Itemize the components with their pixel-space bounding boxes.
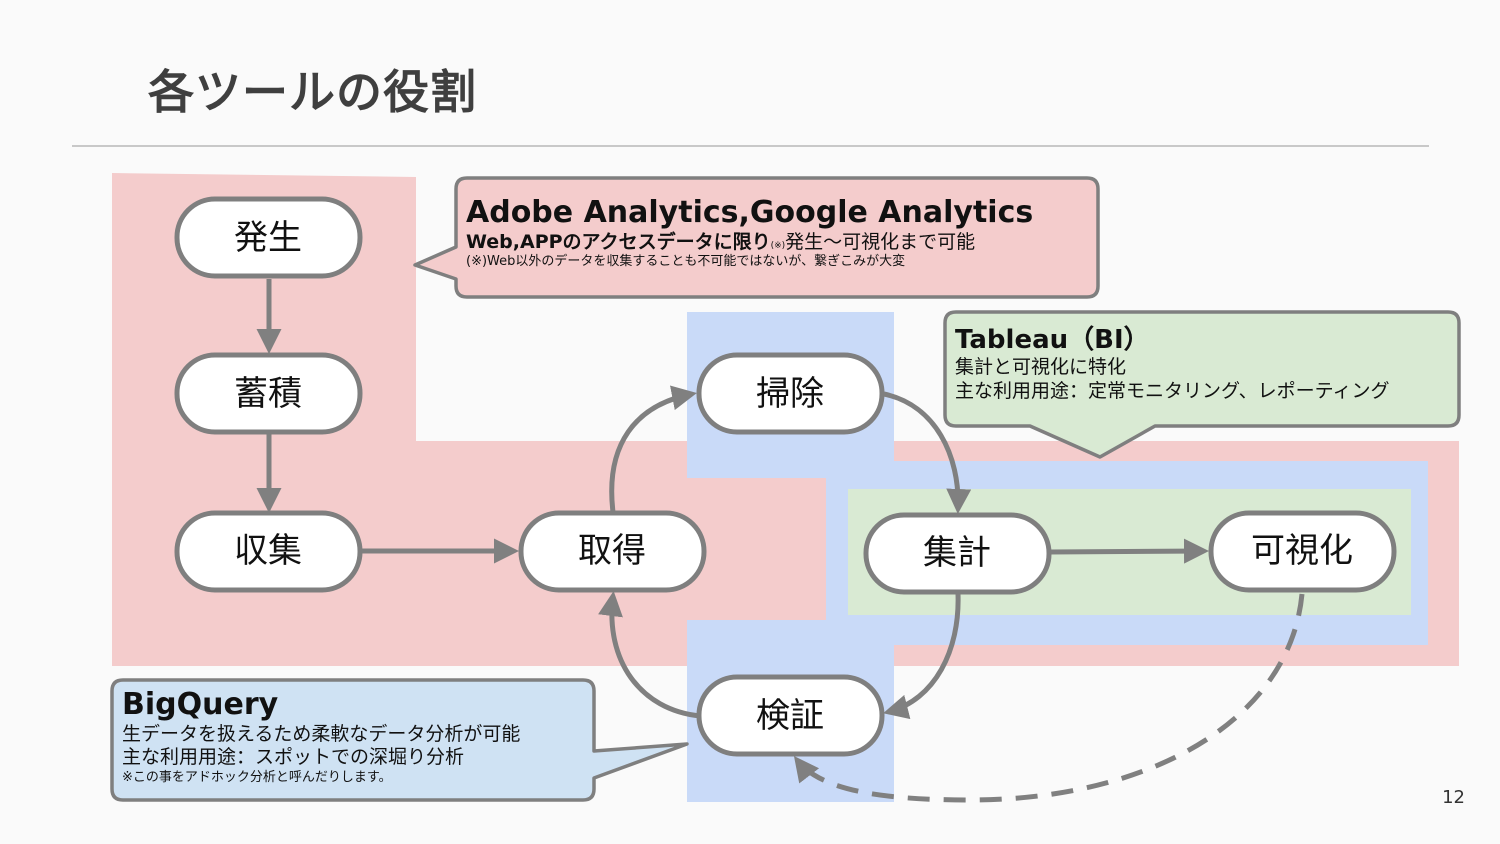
node-soji: 掃除 (696, 352, 885, 435)
bigquery-callout-box (110, 678, 689, 802)
bigquery-callout-heading: BigQuery (122, 687, 279, 722)
title-divider (72, 145, 1429, 147)
node-kashika-label: 可視化 (1251, 531, 1353, 571)
node-kashika: 可視化 (1208, 510, 1397, 593)
adobe-callout: Adobe Analytics,Google Analytics Web,APP… (466, 195, 1034, 271)
arrow-shutoku-soji (609, 385, 697, 513)
node-kensho-label: 検証 (756, 696, 824, 736)
node-soji-label: 掃除 (756, 374, 824, 414)
node-shukei: 集計 (863, 512, 1052, 595)
tableau-callout: Tableau（BI） 集計と可視化に特化 主な利用用途：定常モニタリング、レポ… (955, 325, 1390, 403)
bigquery-callout-line2: 主な利用用途：スポットでの深堀り分析 (122, 746, 465, 769)
adobe-callout-line: Web,APPのアクセスデータに限り(※)発生～可視化まで可能 (466, 231, 1033, 255)
node-chikuseki: 蓄積 (174, 352, 363, 435)
slide-title: 各ツールの役割 (148, 65, 477, 119)
arrow-shukei-kensho (883, 593, 961, 720)
arrow-shukei-kashika (1049, 538, 1209, 564)
tableau-callout-heading: Tableau（BI） (955, 325, 1150, 355)
arrow-kensho-shutoku (598, 591, 701, 719)
tableau-callout-box (943, 310, 1461, 459)
adobe-callout-line-bold: Web,APPのアクセスデータに限り (466, 230, 771, 253)
adobe-callout-mark: (※) (770, 240, 786, 251)
node-shushu: 収集 (174, 510, 363, 593)
node-shutoku-label: 取得 (578, 531, 646, 571)
arrow-kashika-kensho-dashed (793, 593, 1305, 803)
node-shutoku: 取得 (518, 510, 707, 593)
arrow-soji-shukei (883, 391, 972, 514)
adobe-callout-box (413, 176, 1100, 299)
adobe-callout-heading: Adobe Analytics,Google Analytics (466, 195, 1034, 230)
node-hassei: 発生 (174, 196, 363, 279)
bigquery-callout: BigQuery 生データを扱えるため柔軟なデータ分析が可能 主な利用用途：スポ… (122, 687, 521, 786)
page-number: 12 (1442, 787, 1465, 808)
bigquery-callout-line1: 生データを扱えるため柔軟なデータ分析が可能 (122, 722, 521, 745)
adobe-callout-line-rest: 発生～可視化まで可能 (785, 230, 976, 253)
tableau-callout-line1: 集計と可視化に特化 (955, 355, 1127, 378)
node-hassei-label: 発生 (234, 218, 302, 258)
node-chikuseki-label: 蓄積 (234, 374, 302, 414)
node-kensho: 検証 (696, 674, 885, 757)
node-shushu-label: 収集 (234, 531, 302, 571)
tableau-callout-line2: 主な利用用途：定常モニタリング、レポーティング (955, 379, 1390, 402)
bigquery-callout-note: ※この事をアドホック分析と呼んだりします。 (122, 770, 392, 785)
adobe-callout-note: (※)Web以外のデータを収集することも不可能ではないが、繋ぎこみが大変 (466, 254, 906, 270)
node-shukei-label: 集計 (923, 533, 991, 573)
